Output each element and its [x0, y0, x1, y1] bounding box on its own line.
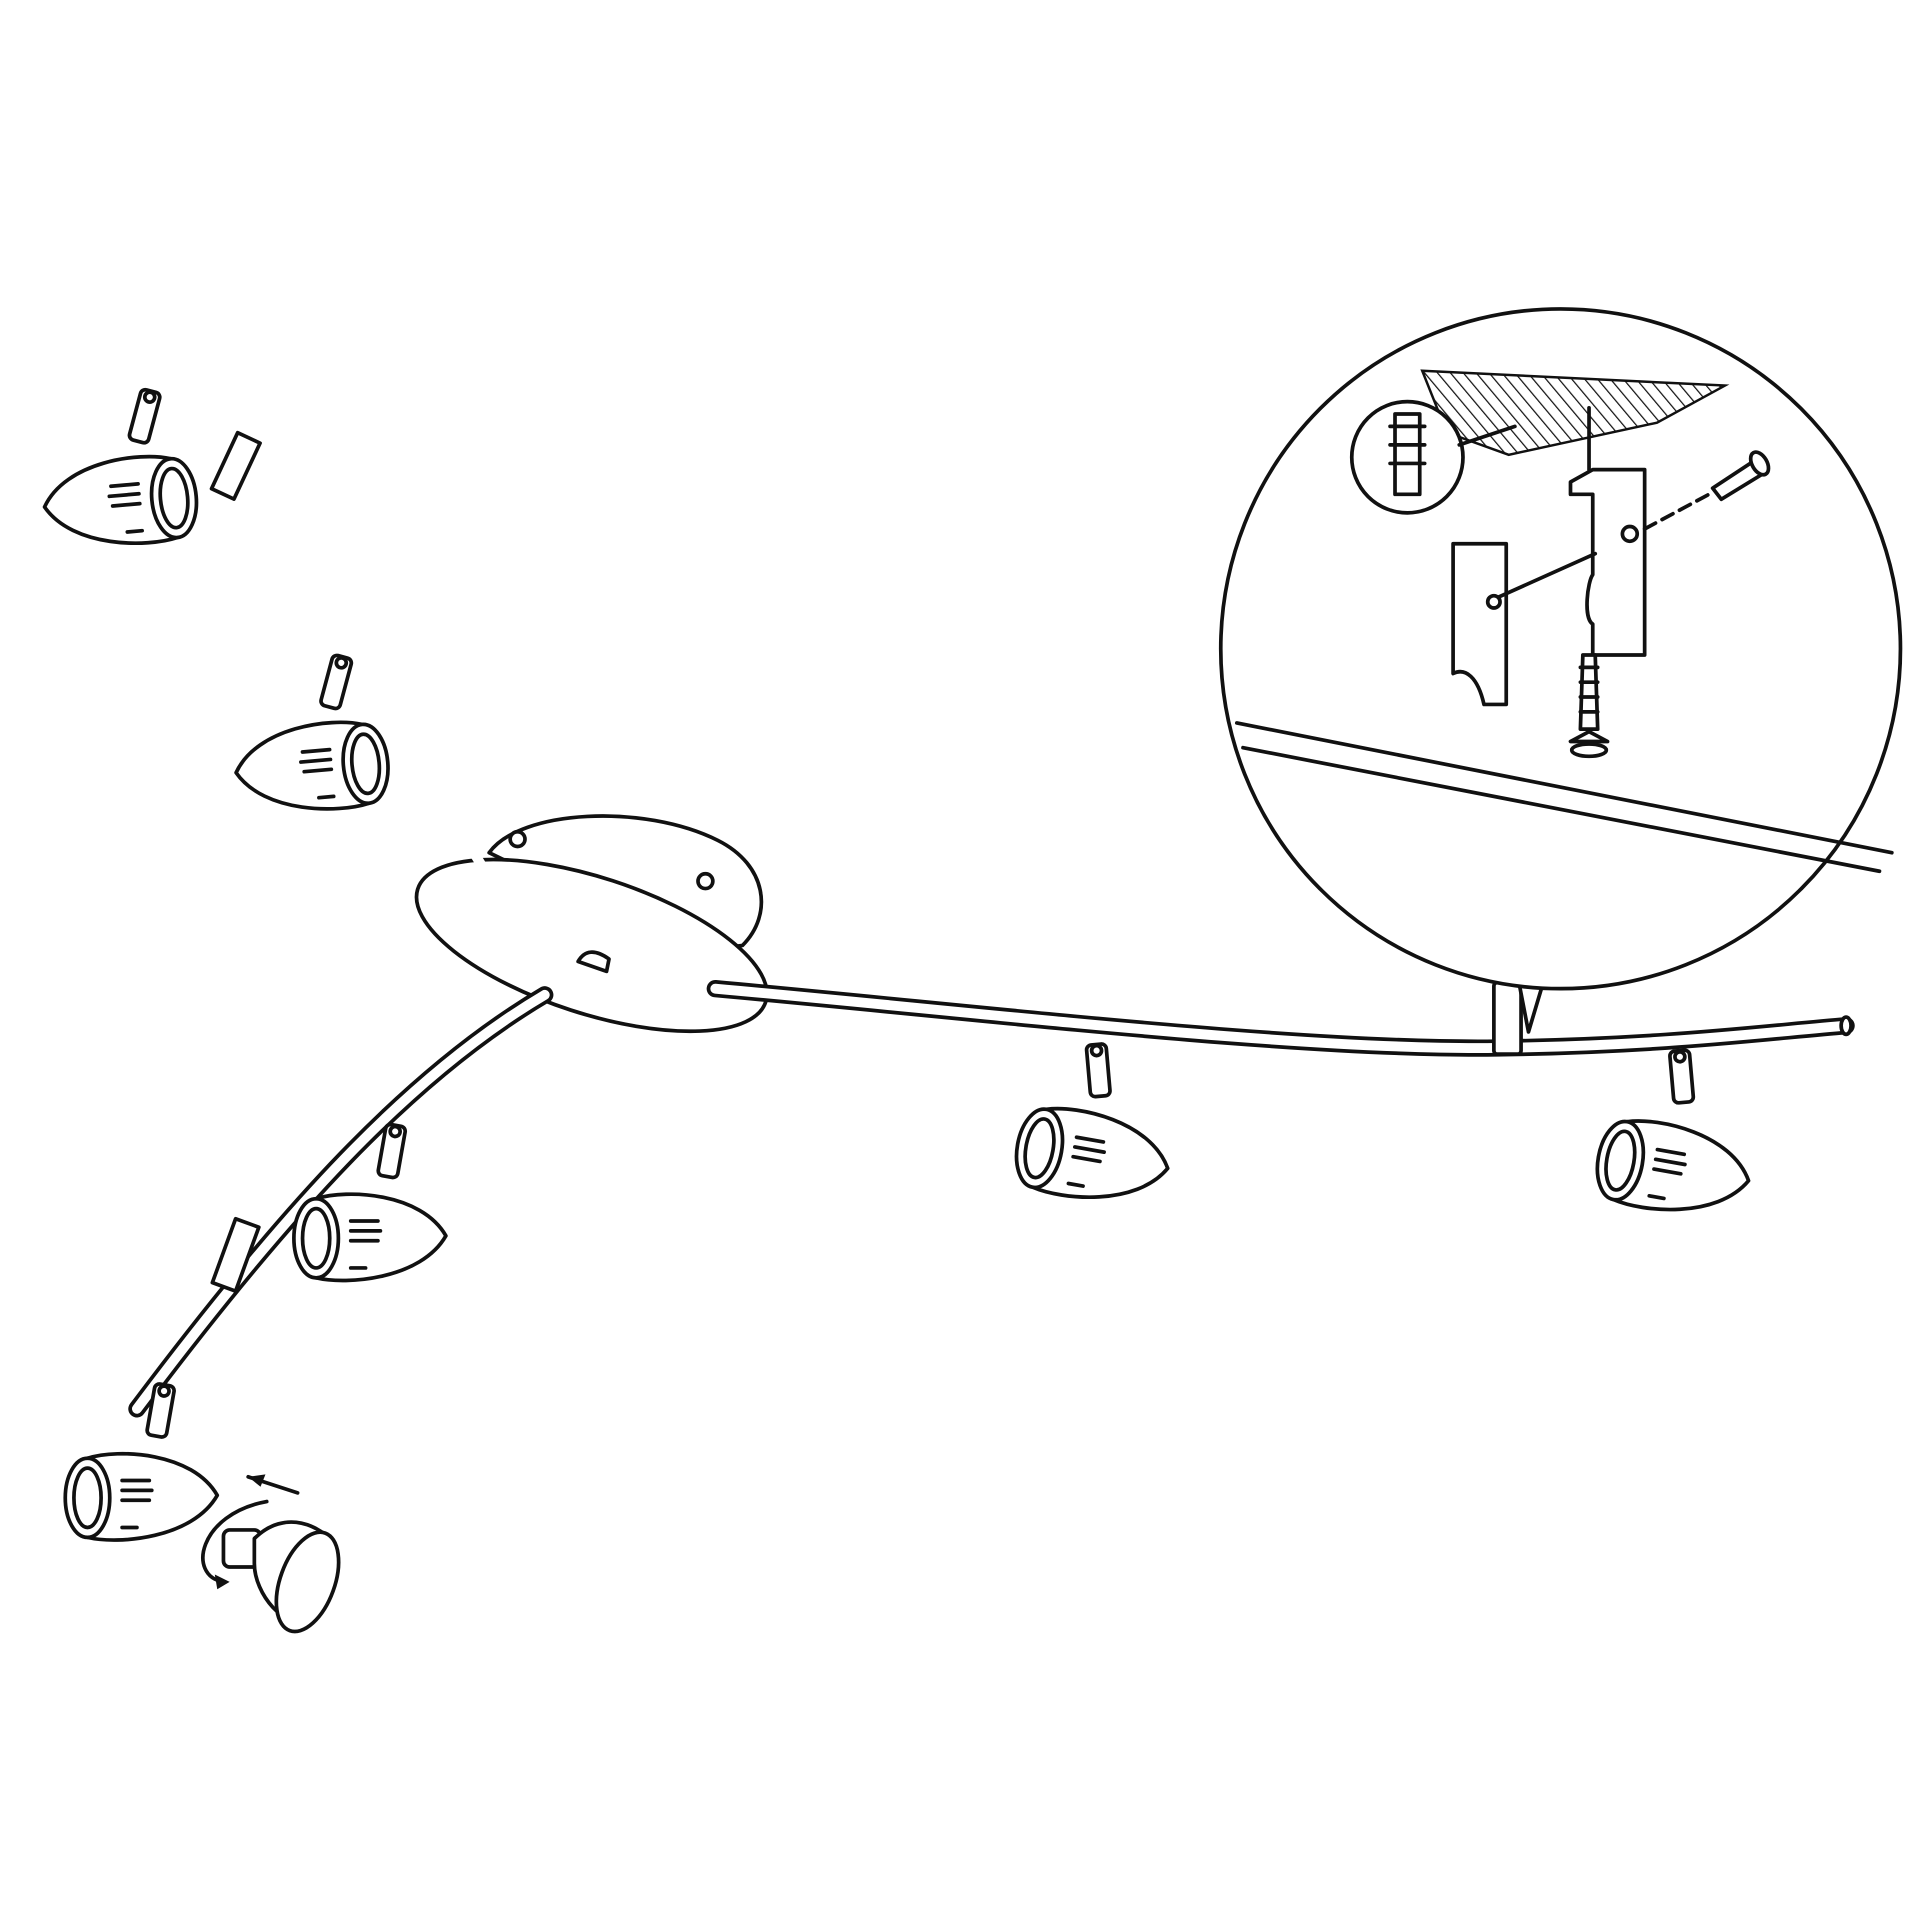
spotlight-icon — [1008, 1099, 1177, 1215]
spotlight-stem — [1084, 1041, 1113, 1099]
screw-icon — [1568, 653, 1610, 759]
screw-icon — [1642, 450, 1771, 531]
arm-right — [706, 980, 1855, 1227]
spotlight-icon — [63, 1451, 220, 1542]
spotlight-icon — [292, 1192, 448, 1283]
detached-lamp-head — [221, 1520, 341, 1634]
spotlight-icon — [39, 450, 202, 554]
arm-upper-left — [39, 301, 513, 914]
spotlight-icon — [230, 716, 394, 820]
mounting-bracket-icon — [1492, 980, 1523, 1057]
rotate-arrow-icon — [201, 1474, 300, 1590]
spotlight-icon — [1589, 1111, 1758, 1227]
wall-plug-icon — [1349, 399, 1517, 515]
arm-lower-left — [63, 986, 554, 1634]
spotlight-stem — [1667, 1047, 1696, 1106]
ceiling-plate-icon — [414, 814, 769, 1034]
spotlight-stem — [318, 652, 355, 712]
spotlight-stem — [126, 386, 163, 446]
mounting-bracket-icon — [1451, 405, 1647, 707]
detail-callout — [1218, 307, 1903, 1034]
